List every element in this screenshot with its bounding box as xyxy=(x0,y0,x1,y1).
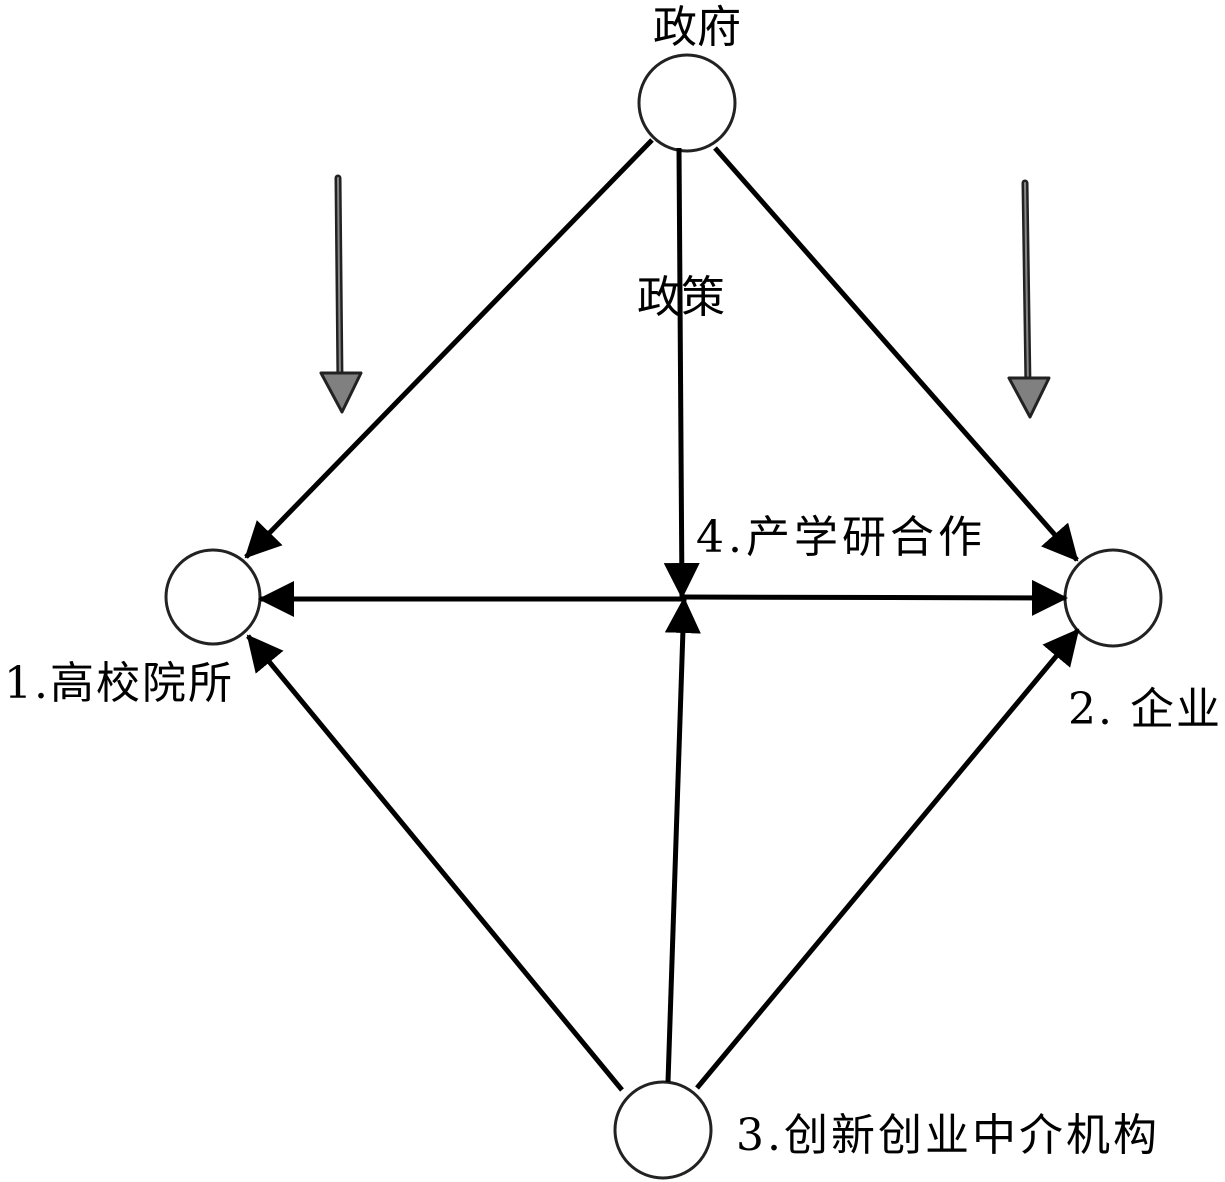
government-label: 政府 xyxy=(653,2,741,53)
policy-label: 政策 xyxy=(637,272,725,323)
arrow-policy-to-center xyxy=(663,147,700,599)
arrow-intermediaries-to-enterprises xyxy=(695,628,1080,1090)
external-input-arrow-left xyxy=(319,174,363,414)
cooperation-label: 4.产学研合作 xyxy=(696,512,986,563)
external-input-arrow-right xyxy=(1007,179,1051,419)
universities-node xyxy=(164,548,262,646)
arrow-intermediaries-to-center xyxy=(664,597,701,1083)
universities-label: 1.高校院所 xyxy=(4,658,234,709)
government-node xyxy=(637,53,737,153)
enterprises-label: 2. 企业 xyxy=(1068,684,1222,735)
arrow-center-to-enterprises xyxy=(681,579,1068,616)
arrow-government-to-universities xyxy=(244,138,654,559)
arrow-intermediaries-to-universities xyxy=(246,634,624,1092)
intermediaries-node xyxy=(613,1080,713,1180)
arrow-government-to-enterprises xyxy=(713,146,1079,562)
intermediaries-label: 3.创新创业中介机构 xyxy=(736,1110,1160,1161)
